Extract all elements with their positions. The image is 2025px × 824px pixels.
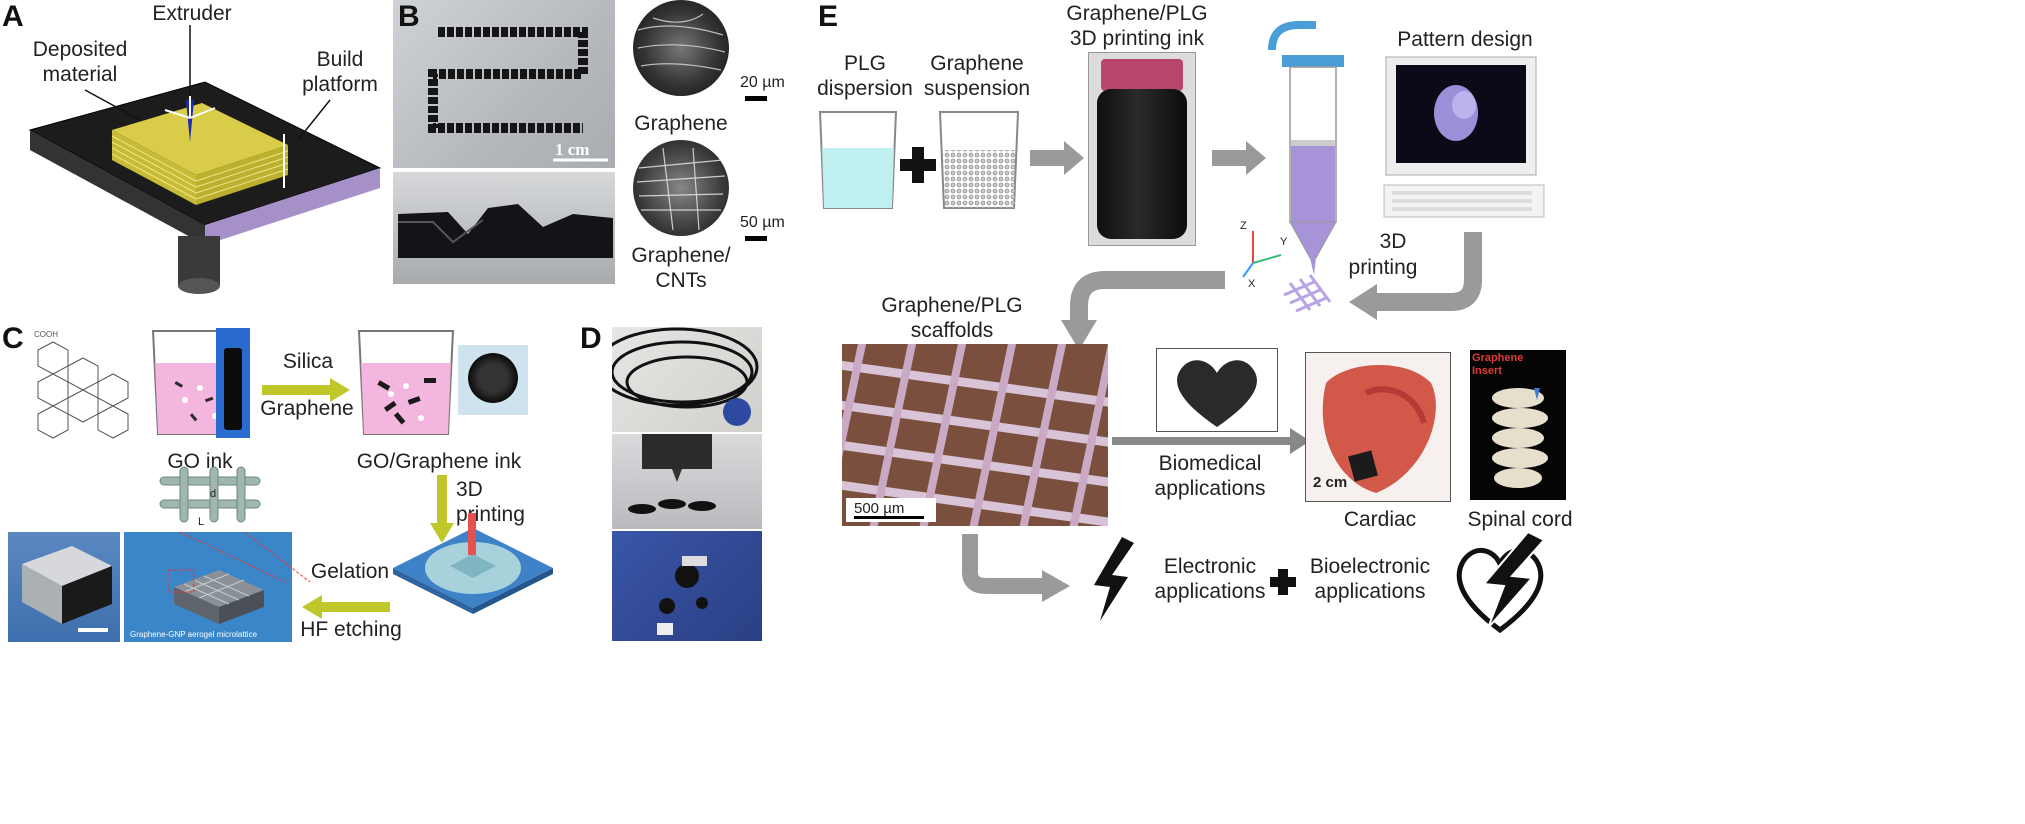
heart-scaffold-photo (1156, 348, 1278, 432)
label-graphene-cnts-2: CNTs (655, 269, 707, 292)
lattice-unit-illustration (159, 466, 311, 583)
arrow-computer-to-print (1349, 232, 1482, 320)
label-build-2: platform (302, 73, 378, 96)
label-silica: Silica (282, 350, 334, 373)
label-scaffolds-1: Graphene/PLG (881, 294, 1023, 317)
graphene-cnts-sem-circle (633, 140, 729, 236)
label-ink-1: Graphene/PLG (1066, 2, 1208, 25)
go-ink-vial-photo (216, 328, 250, 438)
aerogel-lattice-photo (124, 532, 292, 642)
label-cardiac: Cardiac (1343, 508, 1417, 531)
scalebar-20um (745, 96, 767, 101)
arrow-electronic (962, 534, 1070, 602)
go-molecule-structure (37, 341, 129, 439)
label-biomed-2: applications (1154, 477, 1266, 500)
go-graphene-dish-photo (458, 345, 528, 415)
panel-a-letter: A (2, 0, 24, 33)
plus-icon-2 (1270, 569, 1296, 595)
arrow-gelation (302, 595, 390, 619)
label-plg-2: dispersion (817, 77, 913, 100)
panel-b-letter: B (398, 0, 420, 33)
label-printing-c-1: 3D (456, 478, 483, 501)
label-gelation: Gelation (310, 560, 390, 583)
label-printing-e-1: 3D (1379, 230, 1407, 253)
panel-a-illustration (28, 25, 382, 294)
molecule-label: COOH (34, 330, 58, 339)
panel-c-letter: C (2, 322, 24, 355)
printer-photo (612, 434, 762, 529)
label-graphene: Graphene (634, 112, 728, 135)
xyz-axes (1242, 231, 1282, 278)
label-build-1: Build (316, 48, 364, 71)
label-graphene-c: Graphene (260, 397, 354, 420)
graphene-sem-circle (633, 0, 729, 96)
plg-beaker (818, 111, 898, 209)
axis-y: Y (1280, 236, 1288, 248)
label-deposited-1: Deposited (32, 38, 128, 61)
label-ink-2: 3D printing ink (1069, 27, 1205, 50)
arrow-biomedical (1112, 428, 1310, 454)
filament-photo (612, 327, 762, 432)
spinal-cord-photo (1470, 350, 1566, 500)
label-biomed-1: Biomedical (1158, 452, 1262, 475)
heart-lightning-icon (1456, 530, 1546, 634)
arrow-e-2 (1212, 141, 1266, 175)
ink-jar-photo (1088, 52, 1196, 246)
axis-x: X (1248, 278, 1256, 290)
scale-20um: 20 µm (740, 74, 785, 91)
aerogel-caption: Graphene-GNP aerogel microlattice (130, 630, 258, 639)
label-scaffolds-2: scaffolds (910, 319, 994, 342)
scalebar-50um (745, 236, 767, 241)
label-graphene-susp-2: suspension (923, 77, 1031, 100)
dim-d: d (210, 488, 217, 500)
label-bioelectronic-2: applications (1314, 580, 1426, 603)
label-electronic-2: applications (1154, 580, 1266, 603)
arrow-print-to-scaffold (1061, 271, 1225, 350)
label-electronic-1: Electronic (1163, 555, 1257, 578)
scale-50um: 50 µm (740, 214, 785, 231)
lightning-icon (1094, 537, 1134, 621)
scale-500um: 500 µm (854, 500, 905, 517)
label-hf-etching: HF etching (300, 618, 402, 641)
label-bioelectronic-1: Bioelectronic (1309, 555, 1431, 578)
panel-e-letter: E (818, 0, 839, 33)
label-go-graphene-ink: GO/Graphene ink (356, 450, 522, 473)
scale-2cm: 2 cm (1313, 474, 1348, 491)
label-spinal-cord: Spinal cord (1467, 508, 1573, 531)
arrow-e-1 (1030, 141, 1084, 175)
arrow-3d-printing (430, 475, 454, 543)
graphene-insert-1: Graphene (1472, 352, 1524, 364)
glove-samples-photo (612, 531, 762, 641)
panel-d-letter: D (580, 322, 602, 355)
label-graphene-cnts-1: Graphene/ (631, 244, 731, 267)
computer-illustration (1383, 56, 1545, 218)
dim-l: L (198, 516, 205, 528)
printing-stage-illustration (393, 513, 553, 614)
plus-icon (900, 147, 936, 183)
scale-1cm: 1 cm (555, 140, 590, 159)
label-pattern-design: Pattern design (1397, 28, 1533, 51)
go-graphene-ink-beaker (357, 330, 455, 435)
scaffold-sem-photo (842, 344, 1108, 526)
graphene-beaker (938, 111, 1020, 209)
axis-z: Z (1240, 220, 1247, 232)
printed-3d-photo (393, 172, 615, 284)
label-deposited-2: material (42, 63, 118, 86)
aerogel-cube-photo (8, 532, 120, 642)
syringe-illustration (1268, 21, 1344, 313)
printed-line-photo (393, 0, 615, 168)
label-plg-1: PLG (843, 52, 887, 75)
graphene-insert-2: Insert (1472, 365, 1502, 377)
cardiac-photo (1305, 352, 1451, 502)
label-extruder: Extruder (152, 2, 232, 25)
arrow-silica (262, 378, 350, 402)
label-printing-e-2: printing (1348, 256, 1418, 279)
label-graphene-susp-1: Graphene (930, 52, 1024, 75)
